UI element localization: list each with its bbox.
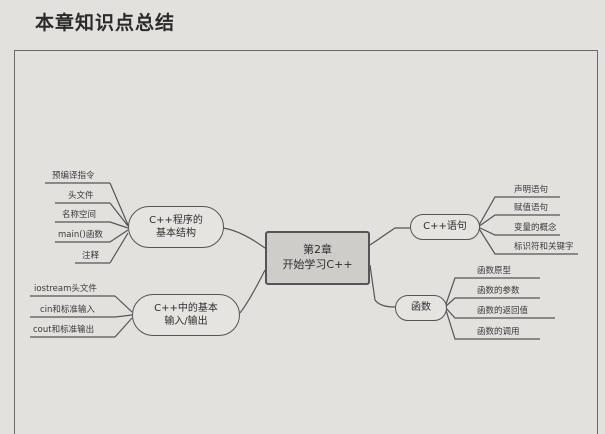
branch-statements: C++语句 xyxy=(410,214,480,240)
leaf-structure-3: 名称空间 xyxy=(62,210,97,220)
mindmap-frame xyxy=(14,50,598,434)
connector-statements-1 xyxy=(477,196,503,228)
leaf-statements-1: 声明语句 xyxy=(514,185,549,195)
connector-statements-4 xyxy=(477,226,503,255)
leaf-functions-4: 函数的调用 xyxy=(477,327,520,337)
connector-center-statements xyxy=(369,227,410,246)
branch-functions-label: 函数 xyxy=(411,302,431,314)
connector-functions-3 xyxy=(444,306,463,319)
branch-structure-line2: 基本结构 xyxy=(156,228,196,239)
leaf-io-2: cin和标准输入 xyxy=(40,305,95,315)
connector-structure-2 xyxy=(109,202,129,227)
connector-structure-4 xyxy=(109,229,129,243)
leaf-functions-3: 函数的返回值 xyxy=(477,306,529,316)
branch-statements-label: C++语句 xyxy=(423,221,467,233)
center-subtitle: 开始学习C++ xyxy=(282,258,353,271)
connector-functions-2 xyxy=(444,297,463,308)
leaf-functions-1: 函数原型 xyxy=(477,266,512,276)
connector-functions-4 xyxy=(444,306,463,340)
leaf-structure-4: main()函数 xyxy=(58,230,103,240)
branch-io: C++中的基本 输入/输出 xyxy=(132,294,240,336)
branch-structure-line1: C++程序的 xyxy=(149,214,203,226)
connector-center-io xyxy=(239,269,266,314)
connector-io-1 xyxy=(114,295,133,313)
connector-statements-2 xyxy=(477,214,503,228)
connector-statements-3 xyxy=(477,226,503,236)
leaf-statements-2: 赋值语句 xyxy=(514,203,549,213)
connector-structure-1 xyxy=(109,182,129,226)
connector-center-structure xyxy=(221,227,266,249)
leaf-functions-2: 函数的参数 xyxy=(477,286,520,296)
branch-functions: 函数 xyxy=(395,295,447,321)
branch-io-line2: 输入/输出 xyxy=(164,316,208,327)
connector-io-3 xyxy=(114,317,133,338)
leaf-statements-4: 标识符和关键字 xyxy=(514,242,574,252)
center-title: 第2章 xyxy=(303,243,332,257)
leaf-structure-1: 预编译指令 xyxy=(52,171,95,181)
center-node: 第2章 开始学习C++ xyxy=(265,231,370,285)
connector-structure-3 xyxy=(109,221,129,229)
connector-io-2 xyxy=(114,314,133,318)
branch-io-line1: C++中的基本 xyxy=(154,302,218,314)
leaf-io-1: iostream头文件 xyxy=(34,284,97,294)
leaf-statements-3: 变量的概念 xyxy=(514,223,557,233)
connector-structure-5 xyxy=(109,232,129,264)
leaf-structure-2: 头文件 xyxy=(68,191,94,201)
connector-functions-1 xyxy=(444,277,463,308)
leaf-structure-5: 注释 xyxy=(82,251,100,261)
leaf-io-3: cout和标准输出 xyxy=(33,325,95,335)
page-title: 本章知识点总结 xyxy=(35,12,176,34)
connector-center-functions xyxy=(369,264,396,308)
branch-structure: C++程序的 基本结构 xyxy=(128,206,224,248)
